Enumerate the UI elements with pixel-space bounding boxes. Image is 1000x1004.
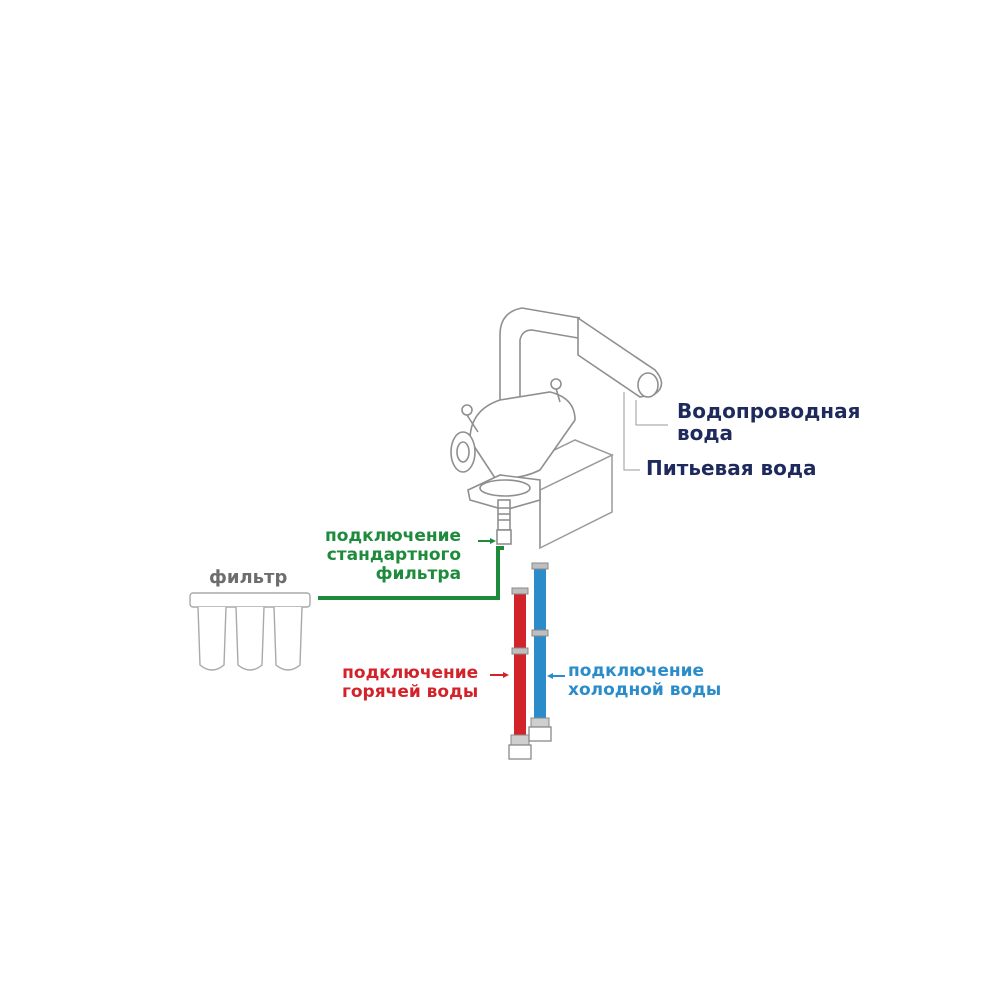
cold-water-connection-label: подключение холодной воды xyxy=(568,661,722,701)
hot-water-connection-label: подключение горячей воды xyxy=(342,663,479,703)
filter-connection-line-1: подключение xyxy=(325,526,462,546)
cold-water-connection-line-1: подключение xyxy=(568,661,705,681)
filter-label: фильтр xyxy=(209,567,288,588)
cold-water-connection-line-2: холодной воды xyxy=(568,680,722,701)
filter-unit xyxy=(189,592,311,671)
filter-connection-label: подключение стандартного фильтра xyxy=(325,526,462,585)
drinking-water-label: Питьевая вода xyxy=(646,456,817,480)
cold-water-hose xyxy=(528,562,552,742)
hot-water-connection-line-1: подключение xyxy=(342,663,479,683)
tap-water-label-line-2: вода xyxy=(677,421,734,446)
hot-water-connection-line-2: горячей воды xyxy=(342,682,479,703)
leader-lines xyxy=(623,392,668,471)
filter-connection-line-2: стандартного xyxy=(326,545,462,566)
mounting-block xyxy=(503,439,614,550)
filter-pipe xyxy=(318,546,504,600)
tap-water-label: Водопроводная вода xyxy=(677,400,860,445)
tap-water-label-line-1: Водопроводная xyxy=(677,399,861,423)
faucet xyxy=(450,307,663,545)
filter-connection-line-3: фильтра xyxy=(375,564,462,585)
hot-water-hose xyxy=(508,587,532,760)
